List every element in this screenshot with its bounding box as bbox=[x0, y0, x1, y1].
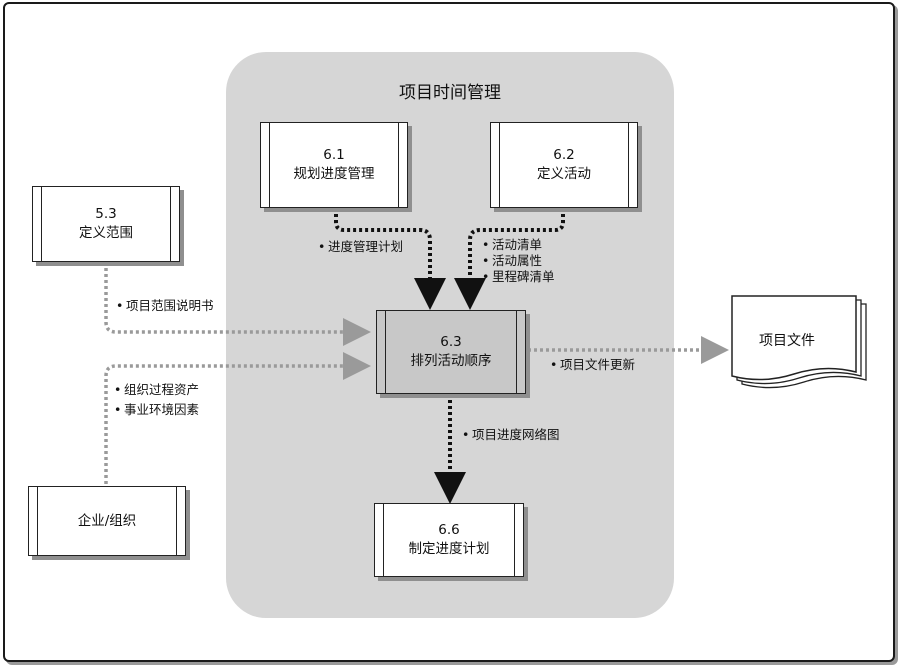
project-documents-label: 项目文件 bbox=[759, 333, 815, 349]
process-name: 规划进度管理 bbox=[293, 166, 375, 182]
flow-label-5-3: •项目范围说明书 bbox=[116, 298, 214, 313]
arrow-org-to-6-3 bbox=[104, 352, 371, 484]
flow-label-output: •项目文件更新 bbox=[550, 357, 636, 372]
process-6-2[interactable]: 6.2 定义活动 bbox=[490, 122, 638, 208]
flow-label-6-2: •活动清单 •活动属性 •里程碑清单 bbox=[482, 237, 555, 284]
flow-label-org: •组织过程资产 •事业环境因素 bbox=[114, 382, 200, 417]
process-5-3[interactable]: 5.3 定义范围 bbox=[32, 186, 180, 262]
process-number: 6.2 bbox=[553, 147, 575, 163]
process-name: 制定进度计划 bbox=[408, 541, 490, 557]
flow-label-6-6: •项目进度网络图 bbox=[462, 427, 560, 442]
process-6-6[interactable]: 6.6 制定进度计划 bbox=[374, 503, 524, 577]
process-number: 6.3 bbox=[440, 334, 462, 350]
enterprise-organization[interactable]: 企业/组织 bbox=[28, 486, 186, 556]
arrow-6-1-to-6-3 bbox=[334, 208, 446, 310]
process-6-3[interactable]: 6.3 排列活动顺序 bbox=[376, 310, 526, 394]
process-name: 企业/组织 bbox=[77, 512, 137, 529]
project-documents-icon bbox=[731, 295, 867, 389]
arrow-5-3-to-6-3 bbox=[104, 262, 371, 346]
process-name: 定义活动 bbox=[537, 166, 591, 182]
process-number: 5.3 bbox=[95, 206, 117, 222]
process-number: 6.1 bbox=[323, 147, 345, 163]
process-6-1[interactable]: 6.1 规划进度管理 bbox=[260, 122, 408, 208]
group-title: 项目时间管理 bbox=[399, 83, 501, 103]
process-name: 排列活动顺序 bbox=[410, 353, 492, 369]
process-name: 定义范围 bbox=[79, 225, 133, 241]
flow-label-6-1: •进度管理计划 bbox=[318, 239, 404, 254]
process-number: 6.6 bbox=[438, 522, 460, 538]
